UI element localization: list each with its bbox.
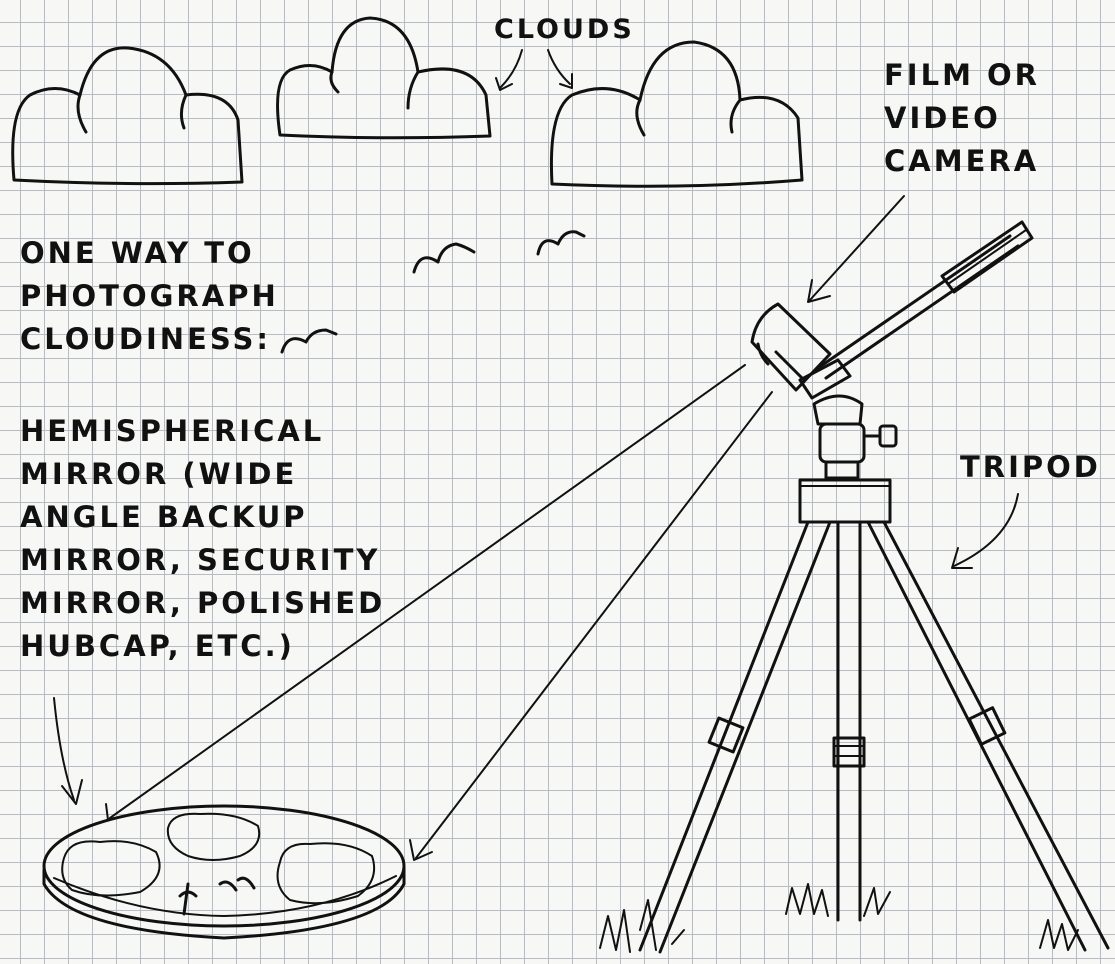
mirror-label-line-4: MIRROR, SECURITY — [20, 539, 385, 582]
mirror-label-line-5: MIRROR, POLISHED — [20, 582, 385, 625]
camera — [752, 222, 1032, 398]
mirror-arrow — [54, 698, 82, 804]
clouds-arrows — [496, 50, 572, 90]
mirror-label-line-2: MIRROR (WIDE — [20, 453, 385, 496]
cloud-left — [13, 48, 242, 184]
tripod-arrow — [952, 494, 1018, 568]
camera-arrow — [808, 196, 904, 302]
tripod-label: TRIPOD — [960, 446, 1101, 489]
mirror-label-line-3: ANGLE BACKUP — [20, 496, 385, 539]
camera-label-line-2: VIDEO — [884, 97, 1040, 140]
camera-label: FILM OR VIDEO CAMERA — [884, 54, 1040, 183]
camera-label-line-3: CAMERA — [884, 140, 1040, 183]
birds — [282, 232, 584, 352]
cloud-right — [551, 42, 802, 186]
cloud-middle — [278, 18, 490, 138]
clouds-label: CLOUDS — [494, 10, 635, 50]
mirror-label: HEMISPHERICAL MIRROR (WIDE ANGLE BACKUP … — [20, 410, 385, 668]
intro-label-line-1: ONE WAY TO — [20, 232, 279, 275]
tripod-head — [800, 396, 896, 522]
hemispherical-mirror — [44, 806, 404, 938]
intro-label-line-3: CLOUDINESS: — [20, 318, 279, 361]
intro-label-line-2: PHOTOGRAPH — [20, 275, 279, 318]
mirror-label-line-1: HEMISPHERICAL — [20, 410, 385, 453]
intro-label: ONE WAY TO PHOTOGRAPH CLOUDINESS: — [20, 232, 279, 361]
camera-label-line-1: FILM OR — [884, 54, 1040, 97]
mirror-label-line-6: HUBCAP, ETC.) — [20, 625, 385, 668]
